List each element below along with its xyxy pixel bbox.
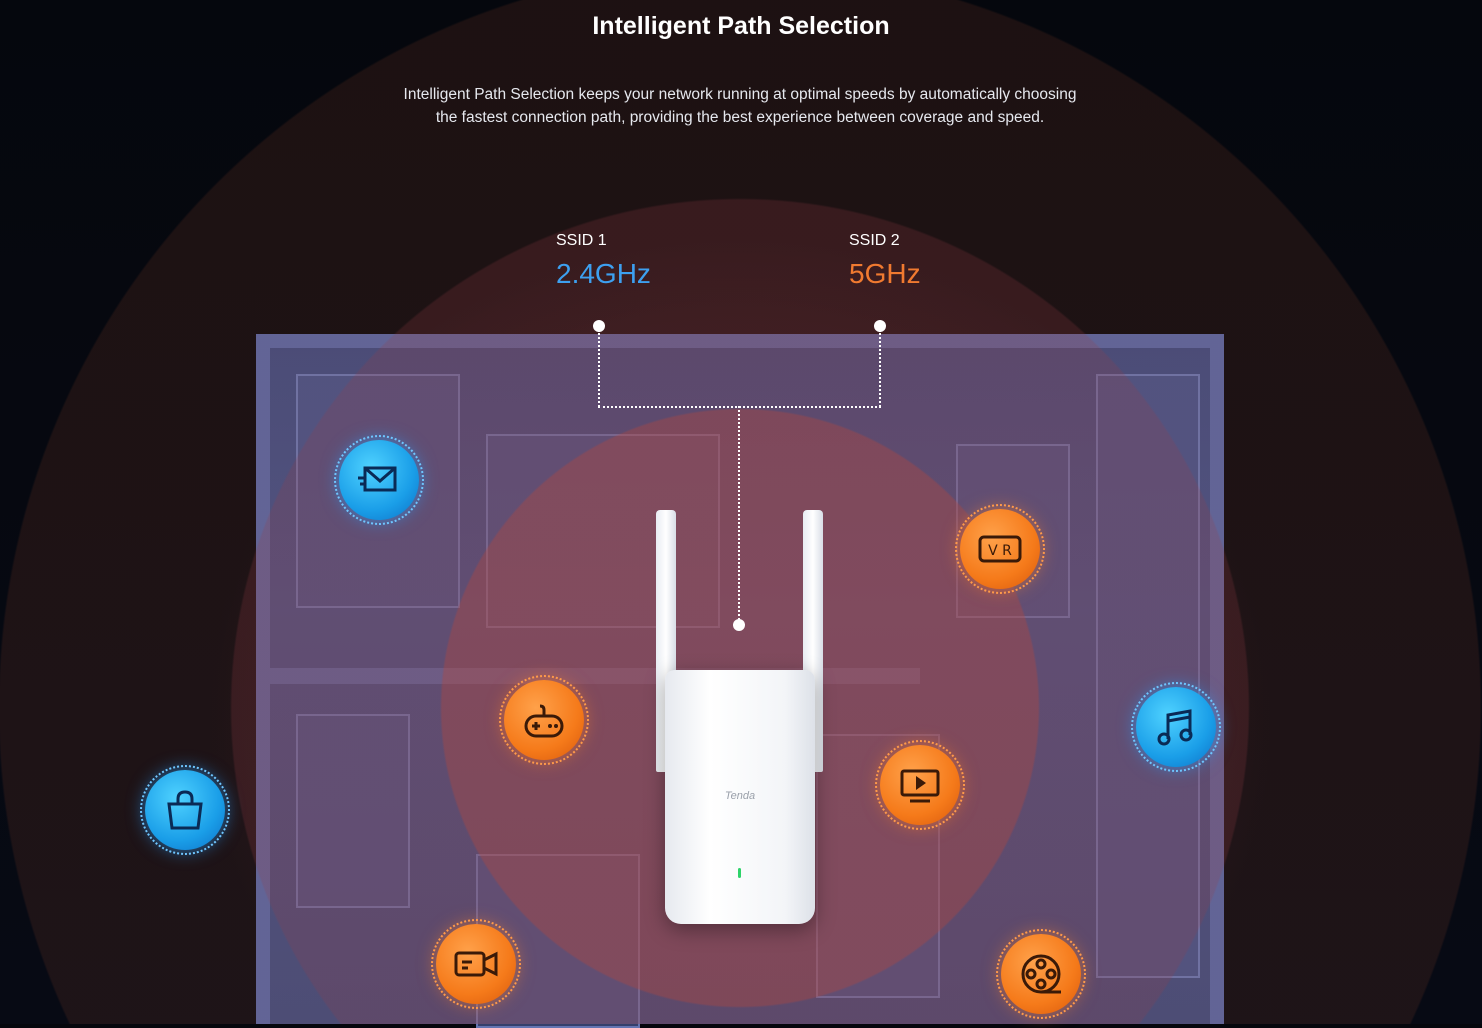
range-extender: Tenda — [665, 670, 815, 924]
brand-logo: Tenda — [724, 790, 756, 802]
device-node — [733, 619, 745, 631]
svg-text:V R: V R — [988, 543, 1012, 559]
ssid2-node — [874, 320, 886, 332]
ssid1-connector — [598, 330, 600, 407]
section-title: Intelligent Path Selection — [592, 12, 890, 40]
vr-icon: V R — [955, 504, 1045, 594]
video-play-icon — [875, 740, 965, 830]
shopping-bag-icon — [140, 765, 230, 855]
status-led — [738, 868, 741, 878]
ssid2-label: SSID 2 — [849, 232, 900, 249]
gamepad-icon — [499, 675, 589, 765]
ssid1-node — [593, 320, 605, 332]
ssid2-band: 5GHz — [849, 258, 921, 289]
film-reel-icon — [996, 929, 1086, 1019]
ssid1-band: 2.4GHz — [556, 258, 651, 289]
email-icon — [334, 435, 424, 525]
section-description: Intelligent Path Selection keeps your ne… — [403, 86, 1077, 126]
ssid2-connector — [879, 330, 881, 407]
video-camera-icon — [431, 919, 521, 1009]
music-icon — [1131, 682, 1221, 772]
ssid1-label: SSID 1 — [556, 232, 607, 249]
device-connector — [738, 406, 740, 620]
